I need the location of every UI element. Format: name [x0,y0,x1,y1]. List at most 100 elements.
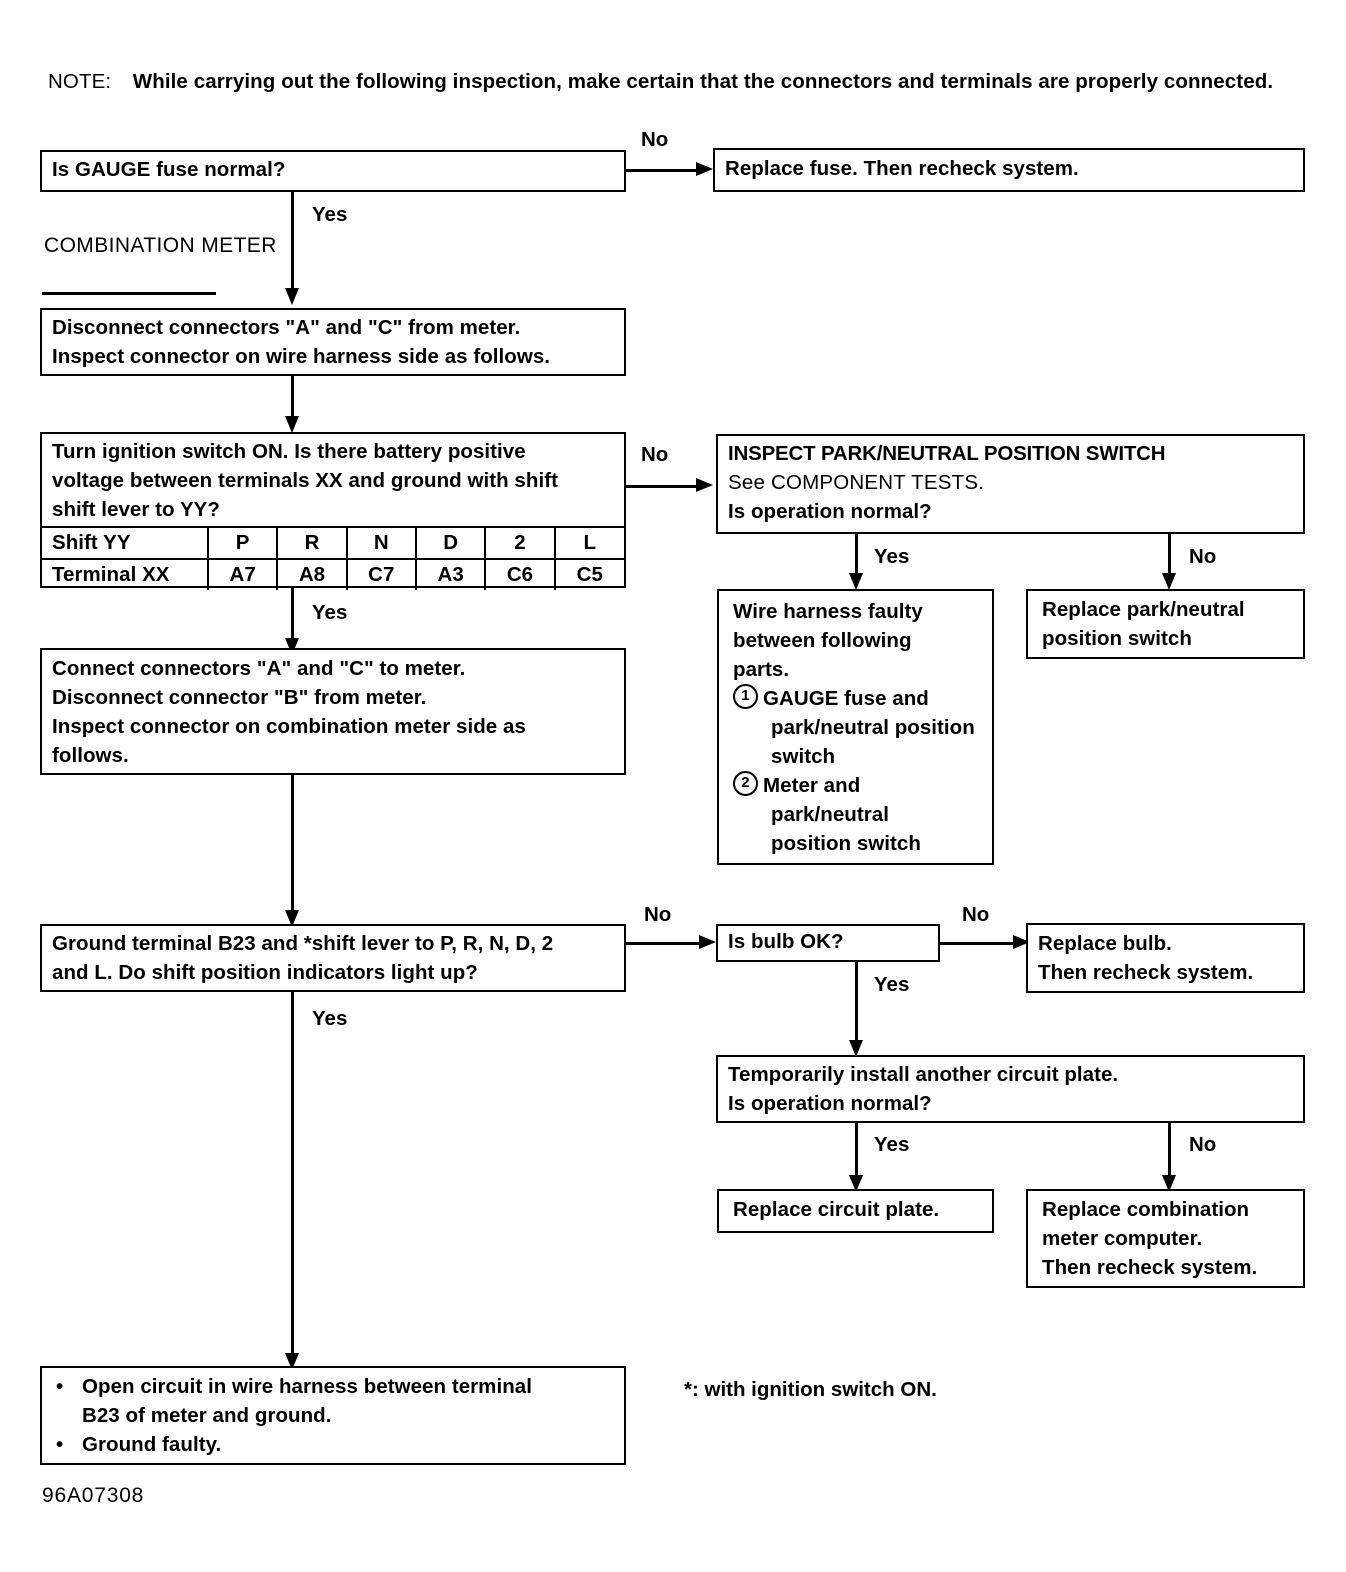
box-circuit-plate-line1: Temporarily install another circuit plat… [728,1063,1119,1086]
box-ignition-line3: shift lever to YY? [52,498,220,521]
box-replace-meter-line2: meter computer. [1042,1227,1203,1250]
edge-connect-line [291,775,294,917]
section-heading-line2: METER [201,234,277,257]
box-whf-line2: between following [733,629,912,652]
bullet-item-2: • Ground faulty. [56,1430,624,1459]
box-ground-b23-question[interactable]: Ground terminal B23 and *shift lever to … [40,924,626,992]
edge-label-voltage-yes: Yes [312,601,348,624]
box-whf-item2-line2: park/neutral [771,803,889,826]
edge-label-fuse-yes: Yes [312,203,348,226]
box-replace-fuse-line1: Replace fuse. Then recheck system. [725,157,1079,180]
box-open-circuit-item1-line2: B23 of meter and ground. [82,1404,332,1427]
edge-disconnect-line [291,376,294,423]
box-ignition-line1: Turn ignition switch ON. Is there batter… [52,440,526,463]
box-open-circuit-item1-line1: Open circuit in wire harness between ter… [82,1375,532,1398]
edge-ground-no-line [626,942,706,945]
box-whf-item1-line3: switch [771,745,836,768]
edge-bulb-yes-arrow [849,1040,863,1057]
box-bulb-ok-question[interactable]: Is bulb OK? [716,924,940,962]
box-open-circuit-result[interactable]: • Open circuit in wire harness between t… [40,1366,626,1465]
box-whf-item1-line2: park/neutral position [771,716,975,739]
edge-label-pns-yes: Yes [874,545,910,568]
edge-label-fuse-no: No [641,128,669,151]
edge-label-ground-yes: Yes [312,1007,348,1030]
box-whf-item2-line1: Meter and [763,774,861,797]
box-disconnect-connectors[interactable]: Disconnect connectors "A" and "C" from m… [40,308,626,376]
edge-label-bulb-yes: Yes [874,973,910,996]
box-whf-item2-line3: position switch [771,832,921,855]
edge-label-plate-no: No [1189,1133,1217,1156]
edge-voltage-no-line [626,485,703,488]
box-whf-item-1: 1 GAUGE fuse and park/neutral position s… [733,684,992,771]
edge-plate-yes-arrow [849,1175,863,1192]
table-cell-terminal-header: Terminal XX [42,558,209,590]
edge-pns-yes-arrow [849,573,863,590]
box-connect-line3: Inspect connector on combination meter s… [52,715,526,738]
box-connect-connectors[interactable]: Connect connectors "A" and "C" to meter.… [40,648,626,775]
box-ground-line2: and L. Do shift position indicators ligh… [52,961,478,984]
section-heading-underline [42,292,216,295]
box-replace-bulb-line1: Replace bulb. [1038,932,1172,955]
box-connect-line1: Connect connectors "A" and "C" to meter. [52,657,466,680]
edge-voltage-yes-line [291,588,294,646]
edge-bulb-yes-line [855,962,858,1048]
table-cell-shift-0: P [208,526,279,559]
box-connect-line4: follows. [52,744,129,767]
edge-fuse-no-line [626,169,703,172]
table-row: Shift YY P R N D 2 L [42,526,624,559]
circled-number-2-icon: 2 [733,771,758,796]
box-whf-item-2: 2 Meter and park/neutral position switch [733,771,992,858]
table-cell-terminal-3: A3 [415,558,487,590]
box-open-circuit-item2-line1: Ground faulty. [82,1433,222,1456]
table-cell-terminal-0: A7 [208,558,279,590]
edge-voltage-no-arrow [696,478,713,492]
bullet-icon: • [56,1375,64,1398]
box-gauge-fuse-question[interactable]: Is GAUGE fuse normal? [40,150,626,192]
box-ground-line1: Ground terminal B23 and *shift lever to … [52,932,554,955]
edge-fuse-no-arrow [696,162,713,176]
edge-label-plate-yes: Yes [874,1133,910,1156]
table-cell-shift-2: N [346,526,417,559]
box-replace-fuse[interactable]: Replace fuse. Then recheck system. [713,148,1305,192]
edge-plate-no-arrow [1162,1175,1176,1192]
table-cell-shift-header: Shift YY [42,526,209,559]
box-wire-harness-faulty[interactable]: Wire harness faulty between following pa… [717,589,994,865]
table-cell-terminal-2: C7 [346,558,417,590]
box-disconnect-line1: Disconnect connectors "A" and "C" from m… [52,316,521,339]
box-circuit-plate-line2: Is operation normal? [728,1092,932,1115]
figure-id: 96A07308 [42,1484,145,1507]
circled-number-1-icon: 1 [733,684,758,709]
box-circuit-plate-question[interactable]: Temporarily install another circuit plat… [716,1055,1305,1123]
box-bulb-ok-line1: Is bulb OK? [728,930,844,953]
note-label: NOTE: [48,70,112,93]
box-replace-circuit-plate[interactable]: Replace circuit plate. [717,1189,994,1233]
box-replace-pns-line1: Replace park/neutral [1042,598,1245,621]
box-inspect-pns-line2: See COMPONENT TESTS. [728,471,985,494]
box-inspect-park-neutral-switch[interactable]: INSPECT PARK/NEUTRAL POSITION SWITCH See… [716,434,1305,534]
box-whf-line1: Wire harness faulty [733,600,923,623]
table-cell-shift-5: L [554,526,624,559]
box-ignition-voltage-question[interactable]: Turn ignition switch ON. Is there batter… [40,432,626,590]
section-heading-line1: COMBINATION [44,234,196,257]
edge-fuse-yes-line [291,192,294,294]
edge-label-voltage-no: No [641,443,669,466]
edge-ground-yes-line [291,992,294,1361]
edge-ground-yes-arrow [285,1353,299,1370]
box-inspect-pns-title: INSPECT PARK/NEUTRAL POSITION SWITCH [728,442,1166,465]
box-replace-meter-line1: Replace combination [1042,1198,1250,1221]
footnote-ignition: *: with ignition switch ON. [684,1378,937,1401]
edge-bulb-no-line [940,942,1020,945]
edge-fuse-yes-arrow [285,288,299,305]
box-replace-bulb[interactable]: Replace bulb. Then recheck system. [1026,923,1305,993]
box-replace-meter-line3: Then recheck system. [1042,1256,1258,1279]
box-replace-park-neutral-switch[interactable]: Replace park/neutral position switch [1026,589,1305,659]
table-cell-terminal-4: C6 [485,558,556,590]
edge-plate-yes-line [855,1123,858,1183]
box-whf-item1-line1: GAUGE fuse and [763,687,929,710]
box-replace-bulb-line2: Then recheck system. [1038,961,1254,984]
box-replace-meter-computer[interactable]: Replace combination meter computer. Then… [1026,1189,1305,1288]
table-cell-shift-4: 2 [485,526,556,559]
shift-terminal-table: Shift YY P R N D 2 L Terminal XX A7 A8 C… [42,526,624,590]
edge-label-pns-no: No [1189,545,1217,568]
